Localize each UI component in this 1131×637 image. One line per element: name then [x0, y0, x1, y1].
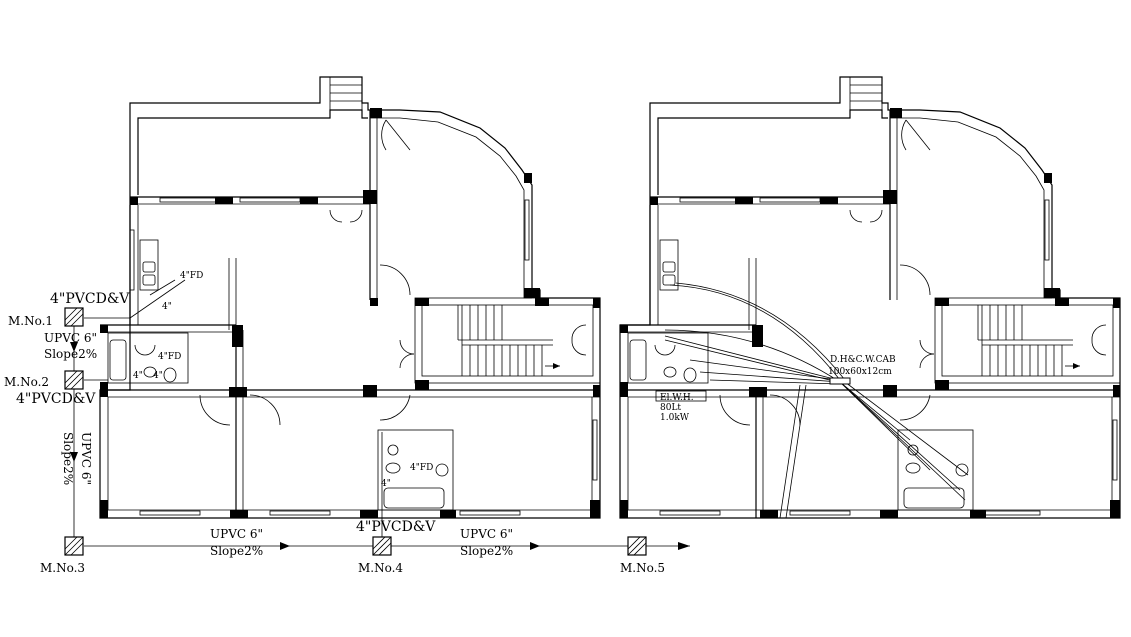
- manhole-5: [627, 536, 647, 556]
- manhole-4: [372, 536, 392, 556]
- pvc-dv-label-2: 4"PVCD&V: [16, 391, 96, 407]
- pvc-dv-label-1: 4"PVCD&V: [50, 291, 130, 307]
- pipe-size-label-d: 4": [381, 479, 391, 489]
- water-heater-power: 1.0kW: [660, 413, 690, 423]
- hot-cold-water-lines: [664, 282, 969, 519]
- pipe-size-label-c: 4": [153, 371, 163, 381]
- pvc-dv-label-3: 4"PVCD&V: [356, 519, 436, 535]
- left-staircase: [457, 305, 560, 376]
- pipe-size-label-b: 4": [133, 371, 143, 381]
- manhole-2: [64, 370, 84, 390]
- manhole-3-label: M.No.3: [40, 561, 85, 575]
- slope-vertical-label: Slope2%: [61, 432, 75, 485]
- drainage-network: [70, 279, 690, 550]
- slope-left-label: Slope2%: [44, 347, 97, 361]
- hot-cold-water-cabinet: [829, 377, 851, 385]
- slope-bottom-label-1: Slope2%: [210, 544, 263, 558]
- upvc-left-label: UPVC 6": [44, 331, 97, 345]
- water-heater-box: [655, 390, 707, 402]
- cabinet-label: D.H&C.W.CAB: [830, 355, 896, 365]
- manhole-1-label: M.No.1: [8, 314, 53, 328]
- cabinet-size-label: 100x60x12cm: [828, 367, 892, 377]
- right-floor-plan: [619, 76, 1121, 519]
- water-heater-capacity: 80Lt: [660, 403, 681, 413]
- pipe-size-label-a: 4": [162, 302, 172, 312]
- right-staircase: [977, 305, 1080, 376]
- manhole-1: [64, 307, 84, 327]
- water-heater-label: El.W.H.: [660, 393, 694, 403]
- manhole-3: [64, 536, 84, 556]
- manhole-4-label: M.No.4: [358, 561, 403, 575]
- floor-drain-label-1: 4"FD: [180, 271, 203, 281]
- upvc-bottom-label-1: UPVC 6": [210, 527, 263, 541]
- floor-drain-label-2: 4"FD: [158, 352, 181, 362]
- upvc-vertical-label: UPVC 6": [79, 432, 93, 485]
- floor-drain-label-3: 4"FD: [410, 463, 433, 473]
- upvc-bottom-label-2: UPVC 6": [460, 527, 513, 541]
- slope-bottom-label-2: Slope2%: [460, 544, 513, 558]
- manhole-2-label: M.No.2: [4, 375, 49, 389]
- left-floor-plan: [99, 76, 601, 519]
- manhole-5-label: M.No.5: [620, 561, 665, 575]
